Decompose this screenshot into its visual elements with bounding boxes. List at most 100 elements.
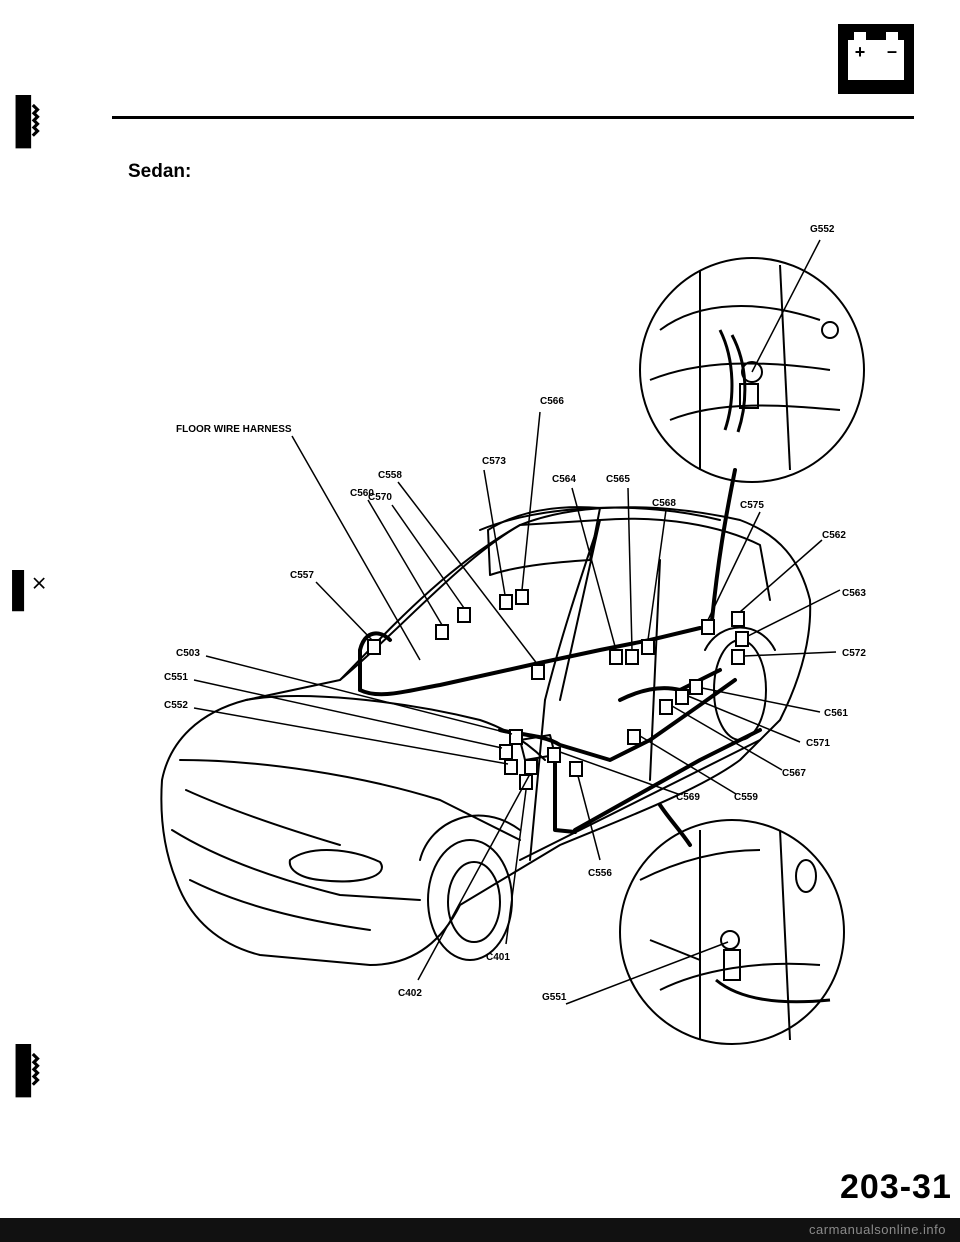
rear-wheel-arch xyxy=(704,626,776,651)
battery-icon: + – xyxy=(838,24,914,94)
battery-minus: – xyxy=(887,41,897,61)
label-g552: G552 xyxy=(810,224,835,235)
bumper-lower xyxy=(189,879,371,931)
leader-c565 xyxy=(627,487,633,651)
b-pillar xyxy=(559,519,601,701)
leader-c568 xyxy=(647,509,667,641)
rear-window-outline xyxy=(599,517,771,601)
leader-c552 xyxy=(193,707,509,765)
label-c569: C569 xyxy=(676,792,700,803)
leader-c566 xyxy=(521,411,541,591)
label-c562: C562 xyxy=(822,530,846,541)
connector-c561 xyxy=(689,679,703,695)
label-c565: C565 xyxy=(606,474,630,485)
leader-c561 xyxy=(701,687,821,713)
connector-c562 xyxy=(731,611,745,627)
binder-mark-top: ▐⧘ xyxy=(0,96,41,145)
leader-c551 xyxy=(193,679,503,749)
page-number: 203-31 xyxy=(840,1168,952,1206)
leader-c558 xyxy=(397,481,539,666)
leader-c563 xyxy=(747,589,841,637)
binder-mark-bottom: ▐⧘ xyxy=(0,1045,41,1094)
label-c566: C566 xyxy=(540,396,564,407)
label-c551: C551 xyxy=(164,672,188,683)
headlight xyxy=(288,849,383,883)
connector-c575 xyxy=(701,619,715,635)
watermark: carmanualsonline.info xyxy=(809,1222,946,1237)
leader-c559 xyxy=(639,735,737,795)
connector-c565 xyxy=(625,649,639,665)
label-c556: C556 xyxy=(588,868,612,879)
leader-c556 xyxy=(577,775,601,861)
leader-c571 xyxy=(687,695,801,743)
label-c575: C575 xyxy=(740,500,764,511)
connector-c559 xyxy=(627,729,641,745)
leader-c573 xyxy=(483,469,506,596)
connector-c558 xyxy=(531,664,545,680)
leader-c503 xyxy=(205,655,513,735)
label-c563: C563 xyxy=(842,588,866,599)
leader-c402 xyxy=(417,773,531,981)
connector-c566 xyxy=(515,589,529,605)
label-c571: C571 xyxy=(806,738,830,749)
label-c568: C568 xyxy=(652,498,676,509)
connector-c560 xyxy=(435,624,449,640)
label-c552: C552 xyxy=(164,700,188,711)
label-c570: C570 xyxy=(368,492,392,503)
connector-c552 xyxy=(504,759,518,775)
leader-c562 xyxy=(739,539,823,613)
front-wheel-arch xyxy=(419,814,521,861)
windshield-outline xyxy=(339,519,601,701)
label-c567: C567 xyxy=(782,768,806,779)
leader-c572 xyxy=(743,651,837,657)
label-c557: C557 xyxy=(290,570,314,581)
leader-c557 xyxy=(315,581,373,641)
detail-circle-g552 xyxy=(639,257,865,483)
binder-mark-middle: ▐ ˟ xyxy=(0,572,46,609)
label-c560: C560 xyxy=(350,488,374,499)
leader-g552 xyxy=(751,239,821,373)
connector-c568 xyxy=(641,639,655,655)
header-rule xyxy=(112,116,914,119)
door-line-front xyxy=(529,699,546,861)
harness-rear-branch xyxy=(618,668,722,702)
label-c401: C401 xyxy=(486,952,510,963)
hood-edge xyxy=(179,759,521,841)
label-c572: C572 xyxy=(842,648,866,659)
leader-g551 xyxy=(565,941,729,1005)
label-c402: C402 xyxy=(398,988,422,999)
label-floor-wire-harness: FLOOR WIRE HARNESS xyxy=(176,424,292,435)
label-c558: C558 xyxy=(378,470,402,481)
connector-c571 xyxy=(675,689,689,705)
connector-c572 xyxy=(731,649,745,665)
sunroof-outline xyxy=(487,506,601,576)
connector-c551 xyxy=(499,744,513,760)
section-title: Sedan: xyxy=(128,161,192,182)
leader-harness xyxy=(291,435,421,661)
label-g551: G551 xyxy=(542,992,567,1003)
connector-c556 xyxy=(569,761,583,777)
connector-c563 xyxy=(735,631,749,647)
leader-c570 xyxy=(391,504,465,609)
leader-c567 xyxy=(671,705,783,771)
connector-c503 xyxy=(509,729,523,745)
label-c559: C559 xyxy=(734,792,758,803)
grille xyxy=(185,789,341,846)
label-c564: C564 xyxy=(552,474,576,485)
connector-c402 xyxy=(524,759,538,775)
connector-c567 xyxy=(659,699,673,715)
leader-c569 xyxy=(559,751,679,795)
harness-front xyxy=(358,631,392,692)
harness-to-g552 xyxy=(710,468,737,622)
label-c561: C561 xyxy=(824,708,848,719)
leader-c560 xyxy=(367,499,443,626)
front-wheel-hub xyxy=(447,861,501,943)
connector-c570 xyxy=(457,607,471,623)
connector-c557 xyxy=(367,639,381,655)
harness-down xyxy=(553,758,577,834)
connector-c573 xyxy=(499,594,513,610)
harness-to-g551 xyxy=(658,803,692,847)
door-sill xyxy=(519,739,761,861)
